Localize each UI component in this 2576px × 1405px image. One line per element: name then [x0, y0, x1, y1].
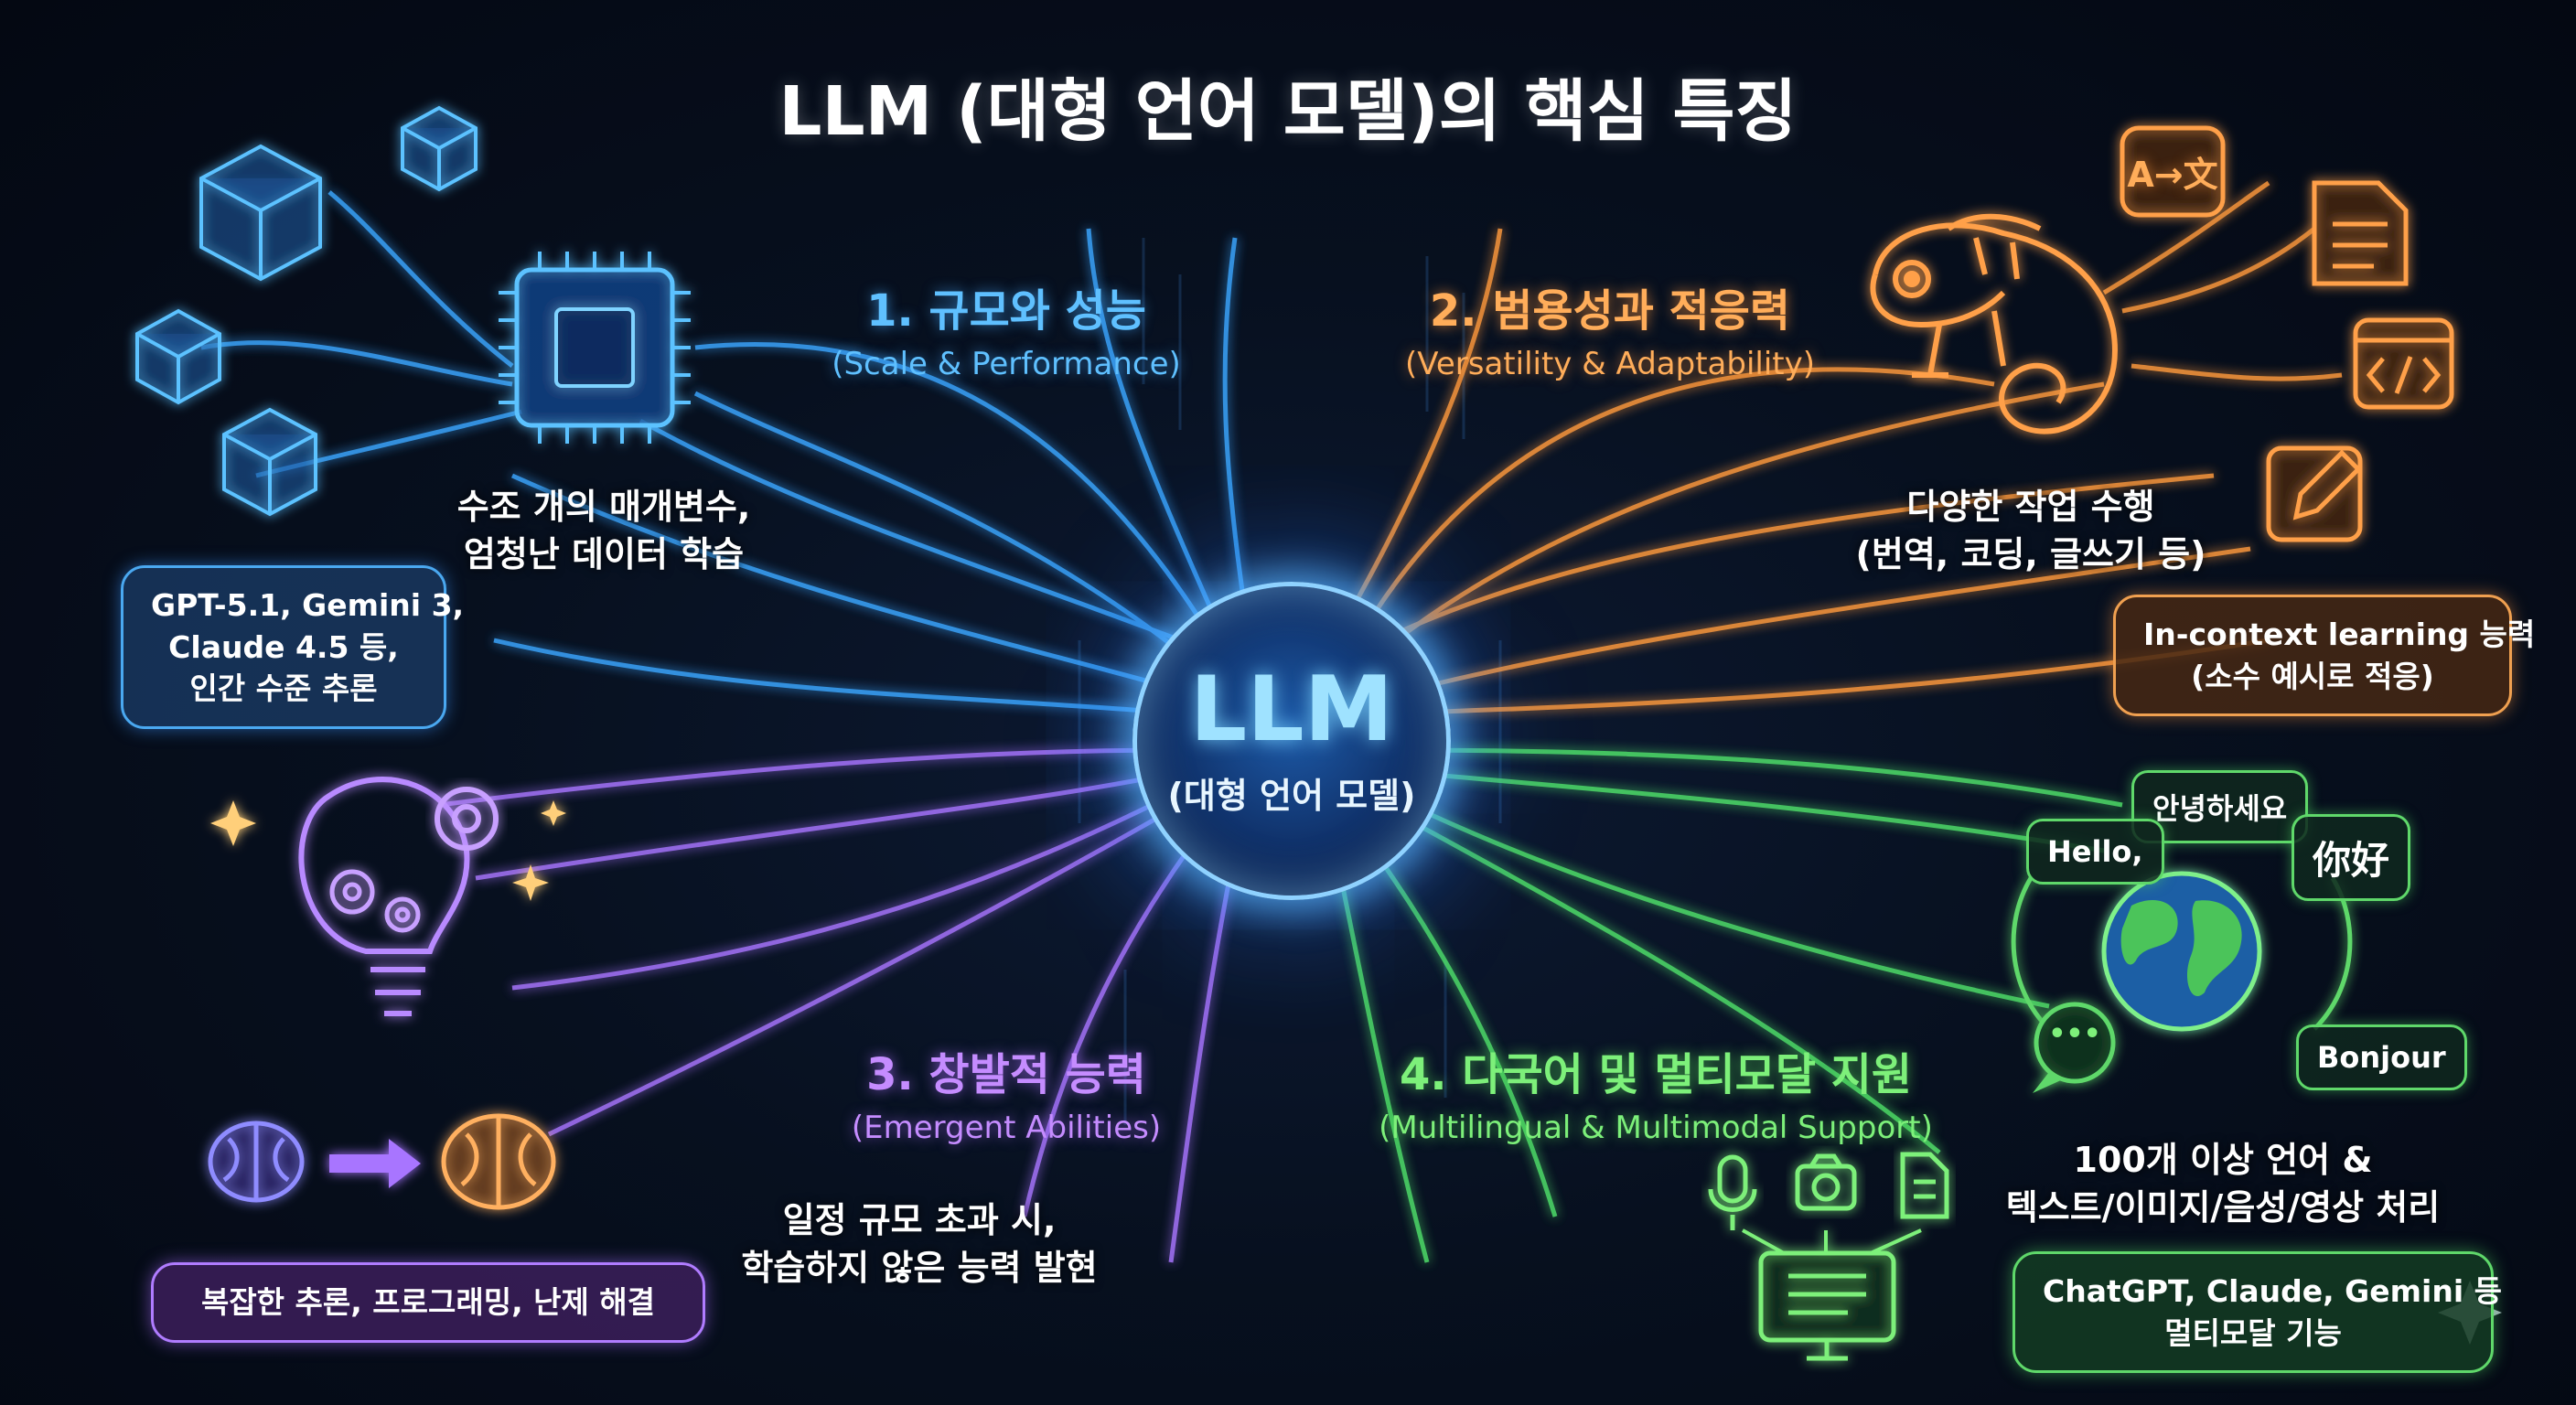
section-scale-description: 수조 개의 매개변수, 엄청난 데이터 학습 — [448, 483, 759, 579]
code-window-icon — [2353, 317, 2454, 410]
section-scale-heading: 1. 규모와 성능 (Scale & Performance) — [768, 274, 1244, 382]
section-versatility-title: 2. 범용성과 적응력 — [1429, 285, 1791, 337]
chat-dots: ••• — [2048, 1018, 2101, 1050]
globe-icon — [2011, 871, 2353, 1032]
arrow-right-icon — [329, 1139, 421, 1188]
gear-icon — [329, 869, 421, 933]
microphone-icon — [1708, 1154, 1757, 1230]
section-versatility-heading: 2. 범용성과 적응력 (Versatility & Adaptability) — [1354, 274, 1866, 382]
core-subtitle: (대형 언어 모델) — [1167, 776, 1416, 816]
desc-line: 수조 개의 매개변수, — [456, 487, 751, 527]
section-emergent-heading: 3. 창발적 능력 (Emergent Abilities) — [796, 1038, 1217, 1146]
section-multilingual-description: 100개 이상 언어 & 텍스트/이미지/음성/영상 처리 — [1994, 1136, 2452, 1232]
bubble-line: (소수 예시로 적응) — [2191, 658, 2434, 694]
desc-line: (번역, 코딩, 글쓰기 등) — [1855, 534, 2206, 575]
desc-line: 다양한 작업 수행 — [1906, 487, 2155, 527]
purple-neural-wires — [438, 747, 1238, 1263]
translate-icon-frame — [2120, 125, 2226, 218]
cube-icon — [222, 407, 317, 517]
bubble-line: In-context learning 능력 — [2143, 617, 2536, 652]
desc-line: 학습하지 않은 능력 발현 — [741, 1248, 1098, 1289]
section-emergent-subtitle: (Emergent Abilities) — [851, 1110, 1162, 1146]
section-versatility-bubble: In-context learning 능력 (소수 예시로 적응) — [2113, 595, 2536, 717]
desc-line: 100개 이상 언어 & — [2073, 1140, 2373, 1180]
sparkle-icon — [210, 800, 566, 901]
document-icon — [1900, 1152, 1949, 1219]
section-scale-subtitle: (Scale & Performance) — [832, 346, 1181, 382]
section-multilingual-title: 4. 다국어 및 멀티모달 지원 — [1399, 1049, 1913, 1100]
section-emergent-title: 3. 창발적 능력 — [866, 1049, 1146, 1100]
bubble-line: Claude 4.5 등, — [168, 628, 399, 665]
translate-icon: A→文 — [2127, 155, 2218, 195]
lang-bubble-korean: 안녕하세요 — [2131, 770, 2309, 843]
cube-icon — [401, 105, 478, 192]
chameleon-icon — [1870, 213, 2118, 434]
section-versatility-subtitle: (Versatility & Adaptability) — [1404, 346, 1816, 382]
monitor-icon — [1742, 1228, 1922, 1361]
document-icon — [2312, 180, 2409, 286]
camera-icon — [1795, 1153, 1857, 1211]
desc-line: 텍스트/이미지/음성/영상 처리 — [2005, 1187, 2441, 1228]
section-multilingual-bubble: ChatGPT, Claude, Gemini 등 멀티모달 기능 — [2012, 1251, 2502, 1374]
brain-icon — [441, 1113, 556, 1210]
chat-bubble-icon — [2033, 1002, 2116, 1093]
lightbulb-icon — [298, 777, 470, 1016]
core-title: LLM — [1189, 658, 1394, 762]
section-scale-title: 1. 규모와 성능 — [866, 285, 1146, 337]
cube-icon — [135, 308, 221, 405]
cube-icon — [199, 144, 322, 282]
section-scale-bubble: GPT-5.1, Gemini 3, Claude 4.5 등, 인간 수준 추… — [121, 565, 465, 729]
section-versatility-description: 다양한 작업 수행 (번역, 코딩, 글쓰기 등) — [1848, 483, 2214, 579]
desc-line: 일정 규모 초과 시, — [782, 1200, 1057, 1240]
green-neural-wires — [1333, 747, 2123, 1263]
bubble-line: 멀티모달 기능 — [2164, 1314, 2342, 1351]
section-multilingual-heading: 4. 다국어 및 멀티모달 지원 (Multilingual & Multimo… — [1354, 1038, 1958, 1146]
orange-neural-wires — [1342, 180, 2343, 716]
brain-icon — [208, 1121, 305, 1203]
lang-bubble-english: Hello, — [2026, 819, 2164, 885]
bubble-line: 인간 수준 추론 — [189, 670, 378, 707]
gear-icon — [435, 787, 499, 851]
edit-icon — [2266, 445, 2363, 542]
lang-bubble-french: Bonjour — [2296, 1024, 2467, 1090]
bubble-line: ChatGPT, Claude, Gemini 등 — [2043, 1273, 2502, 1309]
blue-neural-wires — [200, 190, 1247, 716]
section-emergent-description: 일정 규모 초과 시, 학습하지 않은 능력 발현 — [723, 1196, 1116, 1292]
page-title: LLM (대형 언어 모델)의 핵심 특징 — [778, 72, 1798, 151]
digital-rain — [1078, 238, 1502, 1125]
bubble-line: 복잡한 추론, 프로그래밍, 난제 해결 — [200, 1284, 656, 1320]
llm-core-node: LLM (대형 언어 모델) — [1132, 582, 1451, 900]
bubble-line: GPT-5.1, Gemini 3, — [151, 587, 465, 623]
section-multilingual-subtitle: (Multilingual & Multimodal Support) — [1379, 1110, 1933, 1146]
desc-line: 엄청난 데이터 학습 — [463, 534, 745, 575]
lang-bubble-chinese: 你好 — [2292, 814, 2411, 901]
chip-icon — [499, 252, 691, 444]
section-emergent-bubble: 복잡한 추론, 프로그래밍, 난제 해결 — [151, 1262, 705, 1343]
